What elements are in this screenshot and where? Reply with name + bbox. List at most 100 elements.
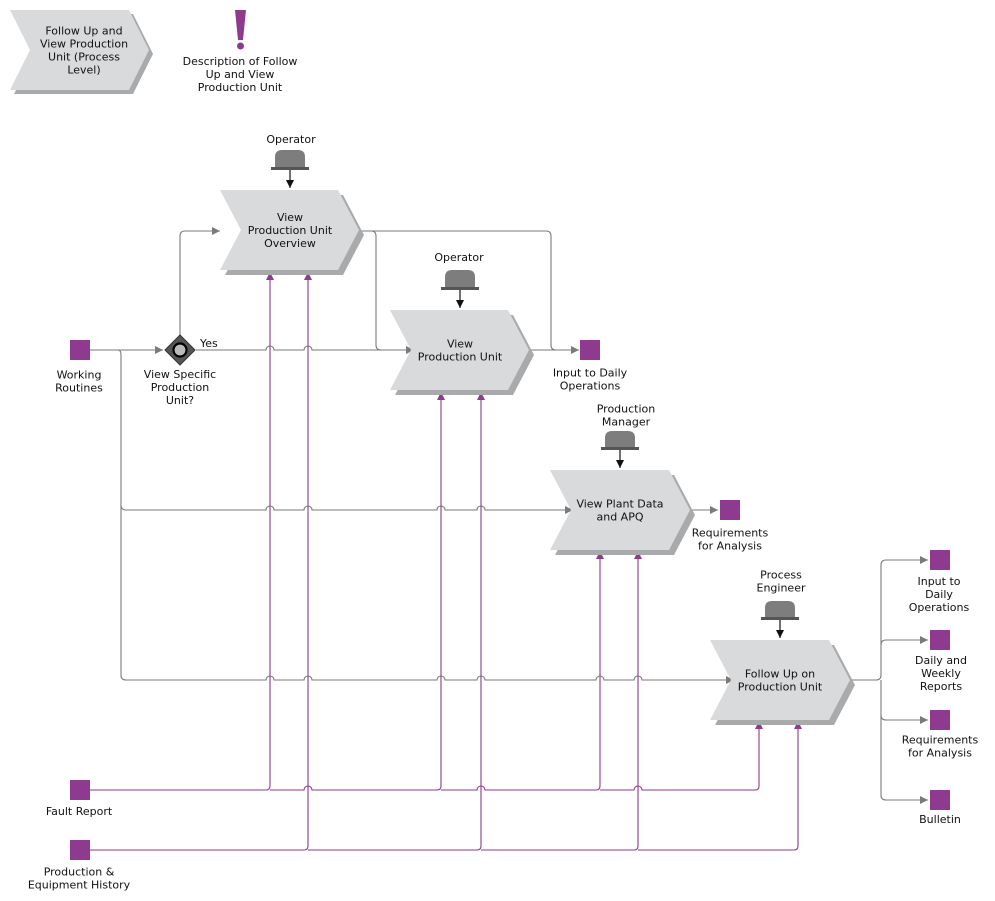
label-line: Fault Report [46,805,113,818]
data-label: Fault Report [46,805,113,818]
role-icon [601,431,639,450]
flow-overview-to-view-unit [359,230,382,351]
gateway-circle-icon [172,342,188,358]
flow-gateway-yes-to-view-unit [196,345,414,354]
role-operator-1[interactable]: Operator [266,133,316,188]
label-line: Production Unit [418,351,503,364]
label-line: Daily [925,588,953,601]
label-line: Unit (Process [48,51,120,64]
data-production-equipment-history[interactable]: Production &Equipment History [28,840,131,892]
label-line: Overview [264,237,316,250]
label-line: Production Unit [198,81,283,94]
label-line: Production Unit [248,224,333,237]
role-operator-2[interactable]: Operator [434,251,484,308]
label-line: View Plant Data [576,498,663,511]
label-line: Operator [266,133,316,146]
flow-history-to-overview [90,272,312,851]
label-line: Production & [44,866,115,879]
flow-history-to-plant-data [481,551,642,851]
label-line: Input to [917,575,960,588]
flow-fault-to-overview [90,272,274,791]
label-line: Unit? [166,394,194,407]
label-line: Input to Daily [553,367,628,380]
role-icon [271,150,309,170]
role-label: Operator [434,251,484,264]
role-icon [761,601,799,620]
label-line: Description of Follow [183,55,298,68]
label-line: Follow Up on [745,668,815,681]
role-icon [441,270,479,290]
label-line: Follow Up and [45,25,122,38]
data-fault-report[interactable]: Fault Report [46,780,113,818]
label-line: Equipment History [28,879,131,892]
label-line: Weekly [921,667,961,680]
label-line: Production [597,403,656,416]
label-line: View [277,211,303,224]
information-flows [90,272,802,851]
flow-gateway-to-overview [179,227,220,335]
label-line: Daily and [915,654,967,667]
flow-history-to-follow-up [638,721,802,851]
exclamation-icon [235,10,246,50]
label-line: Bulletin [919,813,961,826]
label-line: Routines [55,382,103,395]
label-line: Up and View [206,68,275,81]
data-label: Production &Equipment History [28,866,131,892]
flow-fault-to-plant-data [441,551,604,791]
label-line: Level) [67,64,100,77]
data-label: Bulletin [919,813,961,826]
flow-follow-up-out [850,556,928,681]
label-line: Production Unit [738,681,823,694]
label-line: View Specific [144,368,216,381]
gateway-yes-label: Yes [199,337,218,350]
label-line: View [447,338,473,351]
flow-overview-to-input [359,230,557,351]
label-line: Operations [909,601,970,614]
flow-history-to-view-unit [308,392,485,851]
role-label: Operator [266,133,316,146]
label-line: for Analysis [908,747,972,760]
control-flows [90,227,928,804]
label-line: Production [151,381,210,394]
label-line: Reports [920,680,962,693]
label-line: Operations [560,380,621,393]
label-line: View Production [40,38,128,51]
label-line: Operator [434,251,484,264]
label-line: Working [57,369,102,382]
label-line: Requirements [692,527,769,540]
label-line: for Analysis [698,540,762,553]
flow-fault-to-view-unit [270,392,445,791]
label-line: and APQ [596,511,643,524]
label-line: Process [760,569,802,582]
flow-fault-to-follow-up [600,721,763,791]
data-bulletin[interactable]: Bulletin [919,790,961,826]
